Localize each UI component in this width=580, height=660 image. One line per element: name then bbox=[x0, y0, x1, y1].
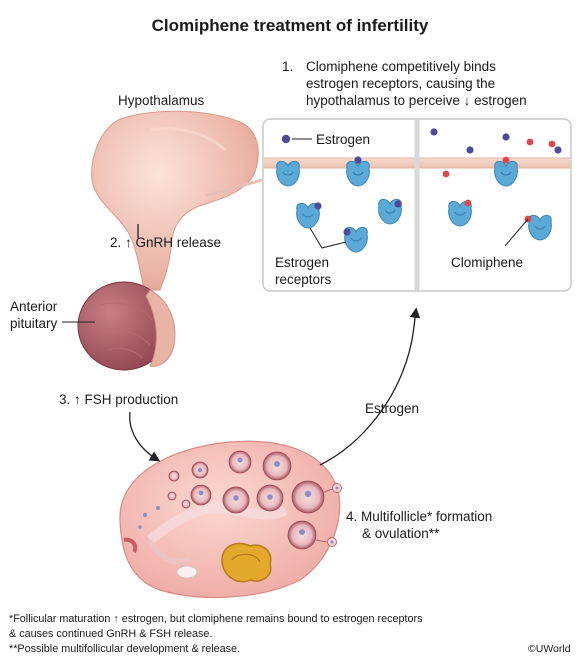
footnotes: *Follicular maturation ↑ estrogen, but c… bbox=[9, 612, 423, 657]
clomiphene-label: Clomiphene bbox=[451, 255, 524, 270]
hypothalamus-label: Hypothalamus bbox=[118, 93, 205, 108]
estrogen-receptor bbox=[494, 160, 518, 187]
footnote-line: & causes continued GnRH & FSH release. bbox=[9, 628, 213, 640]
arrow-fsh-to-ovary bbox=[129, 411, 161, 462]
step-1-line: Clomiphene competitively binds bbox=[306, 59, 496, 74]
step-1-number: 1. bbox=[282, 59, 294, 74]
fsh-production-label: 3. ↑ FSH production bbox=[59, 392, 179, 407]
anterior-pituitary-illustration bbox=[62, 281, 176, 371]
multifollicle-line: 4. Multifollicle* formation bbox=[346, 509, 493, 524]
multifollicle-line: & ovulation** bbox=[362, 526, 440, 541]
gnrh-release-label: 2. ↑ GnRH release bbox=[110, 235, 222, 250]
copyright: ©UWorld bbox=[528, 643, 571, 655]
arrow-estrogen-to-hypothalamus bbox=[319, 307, 421, 466]
estrogen-receptor bbox=[276, 160, 300, 187]
estrogen-receptor bbox=[528, 214, 552, 241]
step-1-line: hypothalamus to perceive ↓ estrogen bbox=[306, 93, 527, 108]
estrogen-receptors-line: Estrogen bbox=[275, 255, 330, 270]
multifollicle-label: 4. Multifollicle* formation & ovulation*… bbox=[346, 508, 492, 542]
estrogen-receptor bbox=[346, 160, 370, 187]
estrogen-legend-label: Estrogen bbox=[316, 132, 371, 147]
ovary-illustration bbox=[119, 440, 342, 599]
step-1-text: Clomiphene competitively binds estrogen … bbox=[306, 58, 527, 109]
receptor-inset bbox=[262, 118, 572, 292]
diagram-title: Clomiphene treatment of infertility bbox=[151, 16, 429, 35]
estrogen-receptors-line: receptors bbox=[275, 272, 332, 287]
footnote-line: **Possible multifollicular development &… bbox=[9, 643, 241, 655]
anterior-pituitary-line: Anterior bbox=[10, 299, 58, 314]
hypothalamus-illustration bbox=[91, 110, 263, 291]
footnote-line: *Follicular maturation ↑ estrogen, but c… bbox=[9, 613, 423, 625]
step-1-line: estrogen receptors, causing the bbox=[306, 76, 496, 91]
estrogen-receptors-label: Estrogen receptors bbox=[275, 254, 331, 288]
anterior-pituitary-line: pituitary bbox=[10, 316, 58, 331]
anterior-pituitary-label: Anterior pituitary bbox=[10, 298, 57, 332]
estrogen-arrow-label: Estrogen bbox=[365, 401, 420, 416]
